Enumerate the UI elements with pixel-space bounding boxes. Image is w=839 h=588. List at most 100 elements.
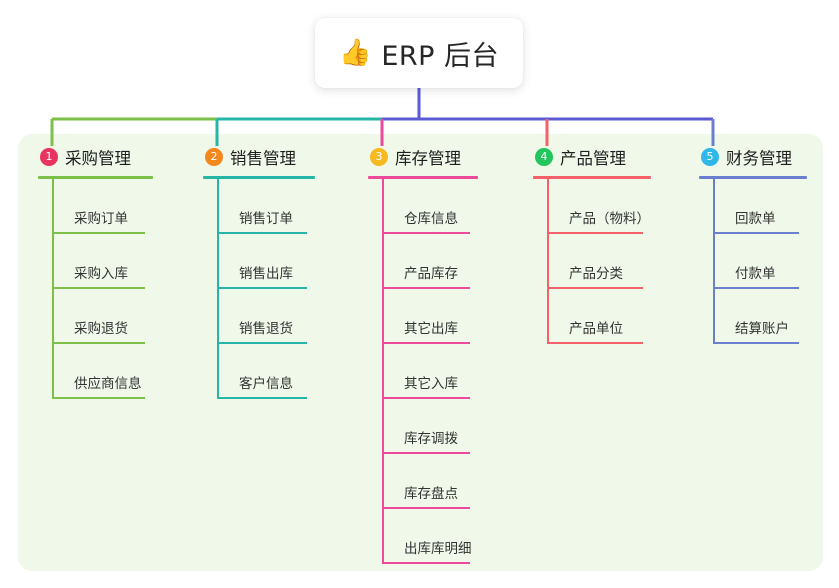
branch-leaf-list: 产品（物料） 产品分类产品单位 <box>533 179 651 344</box>
branch-header-1[interactable]: 1 采购管理 <box>38 144 153 170</box>
leaf-item-label: 出库库明细 <box>404 541 472 557</box>
leaf-item[interactable]: 供应商信息 <box>52 344 153 399</box>
branch-header-label: 库存管理 <box>395 149 461 168</box>
root-node[interactable]: 👍 ERP 后台 <box>315 18 523 88</box>
leaf-item-underline <box>382 287 470 289</box>
leaf-item-label: 产品库存 <box>404 266 458 282</box>
root-node-title: ERP 后台 <box>381 40 500 72</box>
leaf-item-underline <box>217 342 307 344</box>
leaf-item-label: 其它出库 <box>404 321 458 337</box>
leaf-item[interactable]: 其它出库 <box>382 289 478 344</box>
leaf-item[interactable]: 付款单 <box>713 234 807 289</box>
leaf-item-underline <box>52 342 145 344</box>
branch-header-label: 财务管理 <box>726 149 792 168</box>
leaf-item-underline <box>382 562 470 564</box>
leaf-item[interactable]: 回款单 <box>713 179 807 234</box>
leaf-item-label: 采购订单 <box>74 211 128 227</box>
leaf-item-label: 采购退货 <box>74 321 128 337</box>
leaf-item[interactable]: 仓库信息 <box>382 179 478 234</box>
leaf-item-underline <box>382 232 470 234</box>
branch-header-3[interactable]: 3 库存管理 <box>368 144 478 170</box>
leaf-item[interactable]: 采购退货 <box>52 289 153 344</box>
leaf-item[interactable]: 库存盘点 <box>382 454 478 509</box>
branch-number-badge: 2 <box>205 148 223 166</box>
leaf-item-label: 采购入库 <box>74 266 128 282</box>
leaf-item-underline <box>52 232 145 234</box>
leaf-item[interactable]: 其它入库 <box>382 344 478 399</box>
branch-column-2: 2 销售管理销售订单销售出库销售退货客户信息 <box>203 144 315 399</box>
branch-header-underline <box>533 176 651 179</box>
leaf-item-underline <box>52 397 145 399</box>
branch-spine <box>547 179 549 344</box>
leaf-item[interactable]: 采购订单 <box>52 179 153 234</box>
leaf-item-underline <box>382 342 470 344</box>
thumbs-up-icon: 👍 <box>338 38 372 68</box>
branch-leaf-list: 仓库信息产品库存其它出库其它入库库存调拨库存盘点出库库明细 <box>368 179 478 564</box>
leaf-item-label: 销售退货 <box>239 321 293 337</box>
leaf-item[interactable]: 结算账户 <box>713 289 807 344</box>
leaf-item-label: 客户信息 <box>239 376 293 392</box>
branch-leaf-list: 销售订单销售出库销售退货客户信息 <box>203 179 315 399</box>
branch-column-3: 3 库存管理仓库信息产品库存其它出库其它入库库存调拨库存盘点出库库明细 <box>368 144 478 564</box>
leaf-item-underline <box>382 507 470 509</box>
branch-header-4[interactable]: 4 产品管理 <box>533 144 651 170</box>
branch-spine <box>713 179 715 344</box>
branch-number-badge: 4 <box>535 148 553 166</box>
branch-column-1: 1 采购管理采购订单采购入库采购退货供应商信息 <box>38 144 153 399</box>
leaf-item[interactable]: 产品（物料） <box>547 179 651 234</box>
branch-header-2[interactable]: 2 销售管理 <box>203 144 315 170</box>
leaf-item[interactable]: 销售退货 <box>217 289 315 344</box>
leaf-item-label: 供应商信息 <box>74 376 142 392</box>
leaf-item-label: 回款单 <box>735 211 776 227</box>
leaf-item-label: 产品分类 <box>569 266 623 282</box>
leaf-item[interactable]: 产品单位 <box>547 289 651 344</box>
branch-column-5: 5 财务管理回款单付款单结算账户 <box>699 144 807 344</box>
branch-leaf-list: 采购订单采购入库采购退货供应商信息 <box>38 179 153 399</box>
branch-spine <box>217 179 219 399</box>
branch-column-4: 4 产品管理产品（物料） 产品分类产品单位 <box>533 144 651 344</box>
leaf-item-label: 产品单位 <box>569 321 623 337</box>
leaf-item[interactable]: 销售出库 <box>217 234 315 289</box>
branch-header-label: 产品管理 <box>560 149 626 168</box>
leaf-item[interactable]: 采购入库 <box>52 234 153 289</box>
branch-header-underline <box>368 176 478 179</box>
leaf-item[interactable]: 客户信息 <box>217 344 315 399</box>
leaf-item-underline <box>713 287 799 289</box>
leaf-item-label: 结算账户 <box>735 321 789 337</box>
leaf-item-underline <box>547 232 643 234</box>
leaf-item-label: 付款单 <box>735 266 776 282</box>
leaf-item-underline <box>547 342 643 344</box>
leaf-item[interactable]: 销售订单 <box>217 179 315 234</box>
branch-spine <box>52 179 54 399</box>
diagram-panel <box>18 134 823 571</box>
leaf-item-underline <box>382 397 470 399</box>
branch-header-label: 采购管理 <box>65 149 131 168</box>
branch-spine <box>382 179 384 564</box>
leaf-item-label: 产品（物料） <box>569 211 650 227</box>
leaf-item[interactable]: 产品分类 <box>547 234 651 289</box>
leaf-item-label: 销售出库 <box>239 266 293 282</box>
leaf-item[interactable]: 产品库存 <box>382 234 478 289</box>
leaf-item-underline <box>217 232 307 234</box>
leaf-item-label: 库存调拨 <box>404 431 458 447</box>
leaf-item-underline <box>713 342 799 344</box>
leaf-item[interactable]: 出库库明细 <box>382 509 478 564</box>
leaf-item-label: 库存盘点 <box>404 486 458 502</box>
leaf-item-underline <box>547 287 643 289</box>
branch-header-5[interactable]: 5 财务管理 <box>699 144 807 170</box>
leaf-item-underline <box>217 397 307 399</box>
leaf-item[interactable]: 库存调拨 <box>382 399 478 454</box>
leaf-item-underline <box>382 452 470 454</box>
leaf-item-label: 销售订单 <box>239 211 293 227</box>
branch-header-underline <box>203 176 315 179</box>
branch-leaf-list: 回款单付款单结算账户 <box>699 179 807 344</box>
leaf-item-label: 仓库信息 <box>404 211 458 227</box>
leaf-item-underline <box>217 287 307 289</box>
branch-number-badge: 3 <box>370 148 388 166</box>
branch-header-label: 销售管理 <box>230 149 296 168</box>
branch-number-badge: 5 <box>701 148 719 166</box>
branch-header-underline <box>38 176 153 179</box>
branch-number-badge: 1 <box>40 148 58 166</box>
branch-header-underline <box>699 176 807 179</box>
